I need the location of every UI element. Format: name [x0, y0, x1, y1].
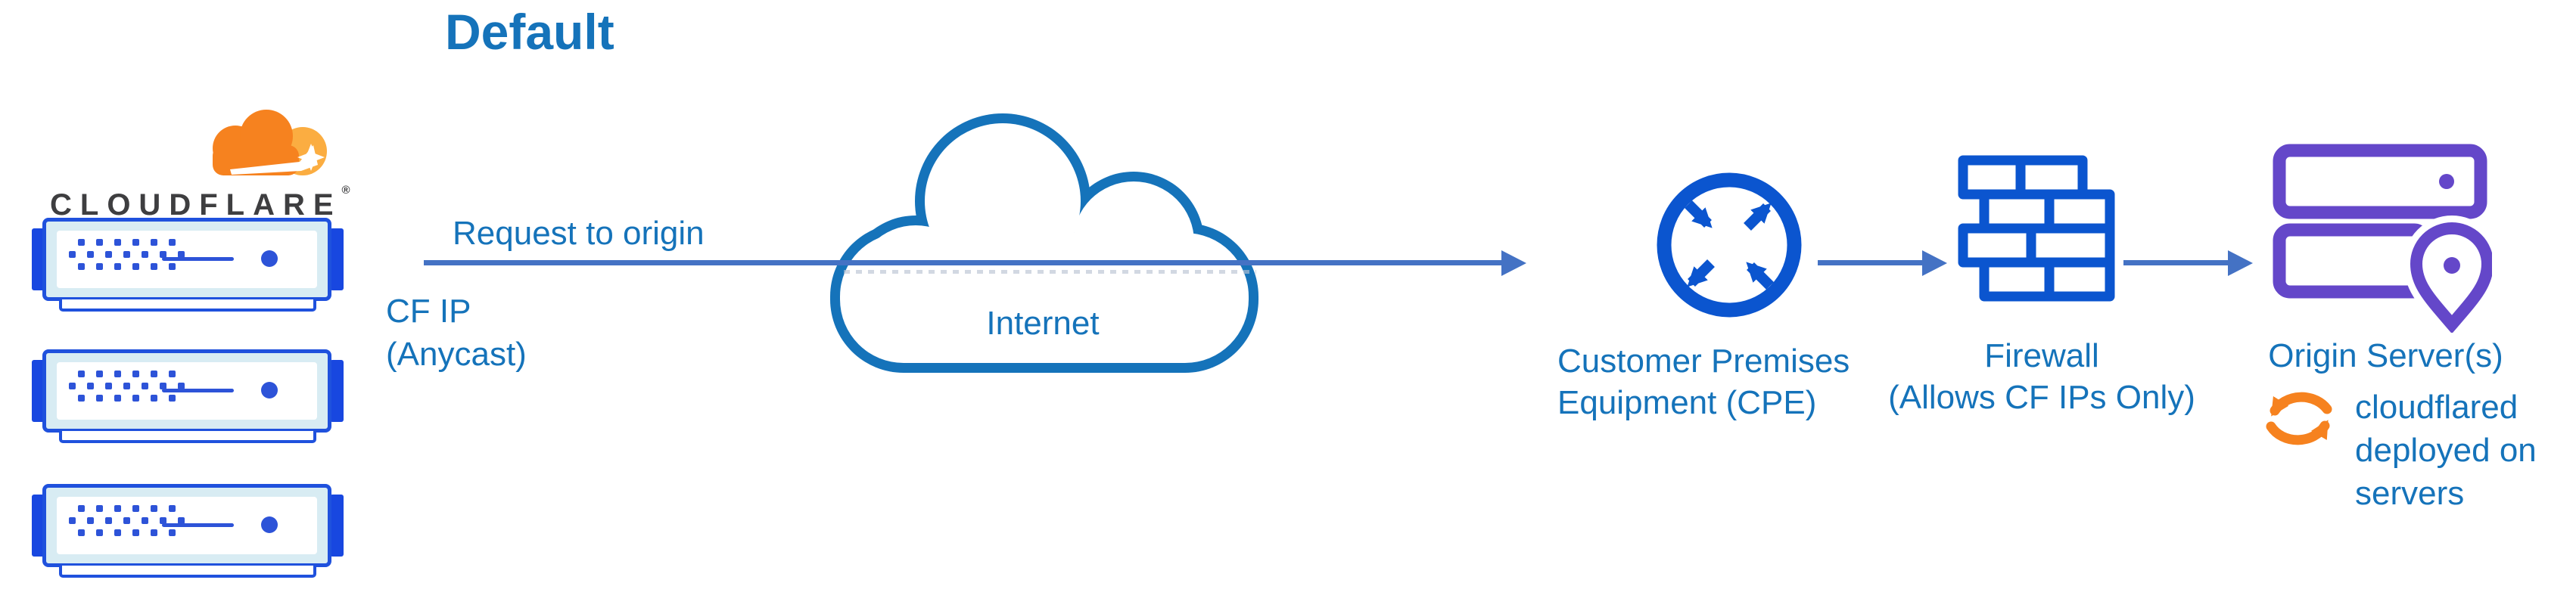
- cpe-caption-line2: Equipment (CPE): [1557, 384, 1817, 421]
- flow-line-cf-to-cpe: [424, 260, 1501, 265]
- cpe-caption: Customer Premises Equipment (CPE): [1557, 340, 1850, 423]
- cloudflared-note-line2: deployed on: [2355, 432, 2537, 469]
- firewall-caption-line2: (Allows CF IPs Only): [1888, 379, 2195, 416]
- edge-server-icon: [32, 349, 344, 448]
- firewall-caption: Firewall (Allows CF IPs Only): [1875, 335, 2208, 418]
- edge-server-icon: [32, 484, 344, 582]
- arrowhead-into-cpe: [1501, 250, 1526, 276]
- edge-server-icon: [32, 218, 344, 316]
- arrowhead-into-origin: [2228, 250, 2253, 276]
- cf-ip-anycast-label: CF IP (Anycast): [386, 290, 527, 376]
- internet-label: Internet: [986, 305, 1100, 342]
- cf-ip-line2: (Anycast): [386, 336, 527, 373]
- arrowhead-into-firewall: [1922, 250, 1947, 276]
- cpe-router-icon: [1654, 169, 1805, 324]
- cloudflare-logo-icon: [188, 104, 339, 187]
- cloudflared-note: cloudflared deployed on servers: [2355, 386, 2537, 515]
- firewall-caption-line1: Firewall: [1984, 337, 2099, 374]
- firewall-icon: [1957, 154, 2116, 306]
- cloud-perforation-dashes: [844, 270, 1256, 274]
- cloudflared-note-line1: cloudflared: [2355, 389, 2518, 426]
- cpe-caption-line1: Customer Premises: [1557, 343, 1850, 380]
- cloudflare-wordmark: CLOUDFLARE®: [50, 184, 350, 222]
- diagram-title: Default: [445, 4, 614, 60]
- origin-servers-icon: [2273, 144, 2501, 345]
- cloudflared-sync-icon: [2255, 383, 2347, 457]
- cf-ip-line1: CF IP: [386, 293, 471, 330]
- cloudflared-note-line3: servers: [2355, 475, 2465, 512]
- flow-line-firewall-to-origin: [2123, 260, 2228, 265]
- registered-mark: ®: [341, 184, 350, 197]
- origin-caption: Origin Server(s): [2268, 337, 2503, 374]
- internet-cloud-icon: [825, 112, 1273, 380]
- flow-line-cpe-to-firewall: [1818, 260, 1922, 265]
- request-to-origin-label: Request to origin: [453, 215, 705, 252]
